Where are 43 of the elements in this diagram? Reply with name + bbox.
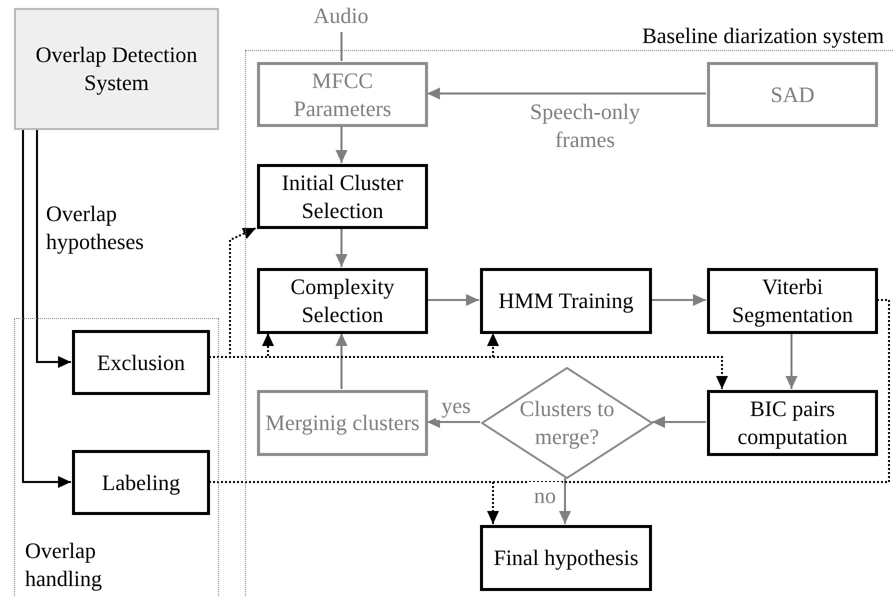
input-label: Audio	[314, 2, 368, 30]
process-box	[257, 62, 428, 127]
arrow	[651, 294, 706, 306]
process-box	[480, 268, 652, 334]
decision-diamond	[481, 367, 653, 479]
box-label: SAD	[769, 80, 816, 108]
box-label: Viterbi Segmentation	[731, 273, 854, 329]
arrow	[559, 478, 571, 524]
process-box	[707, 62, 878, 127]
process-box	[257, 268, 428, 334]
process-box	[257, 390, 428, 456]
box-label: Exclusion	[96, 348, 186, 376]
arrow	[336, 228, 348, 267]
region-title: Overlap handling	[25, 537, 103, 593]
arrow	[427, 294, 479, 306]
box-label: Initial Cluster Selection	[280, 168, 404, 224]
box-label: Final hypothesis	[492, 544, 640, 572]
box-label: MFCC Parameters	[292, 66, 392, 122]
process-box	[480, 525, 652, 591]
process-box	[707, 390, 878, 456]
connector-line	[340, 32, 342, 61]
box-label: BIC pairs computation	[736, 395, 848, 451]
arrow	[786, 333, 798, 389]
process-box	[72, 450, 210, 515]
process-box	[72, 330, 210, 395]
box-label: Complexity Selection	[290, 273, 396, 329]
arrow	[336, 126, 348, 163]
box-label: Clusters to merge?	[518, 395, 616, 451]
arrow	[427, 416, 480, 428]
arrow	[652, 416, 706, 428]
box-label: Overlap Detection System	[34, 41, 198, 97]
arrow	[427, 88, 706, 100]
arrow	[36, 130, 71, 368]
process-box	[707, 268, 878, 334]
arrow	[336, 333, 348, 389]
region-title: Baseline diarization system	[642, 22, 884, 50]
box-label: Merginig clusters	[264, 409, 421, 437]
system-box	[14, 8, 219, 130]
arrow	[22, 130, 71, 488]
group-region	[14, 318, 219, 596]
box-label: Labeling	[100, 468, 182, 496]
box-label: HMM Training	[497, 287, 635, 315]
process-box	[257, 164, 428, 229]
